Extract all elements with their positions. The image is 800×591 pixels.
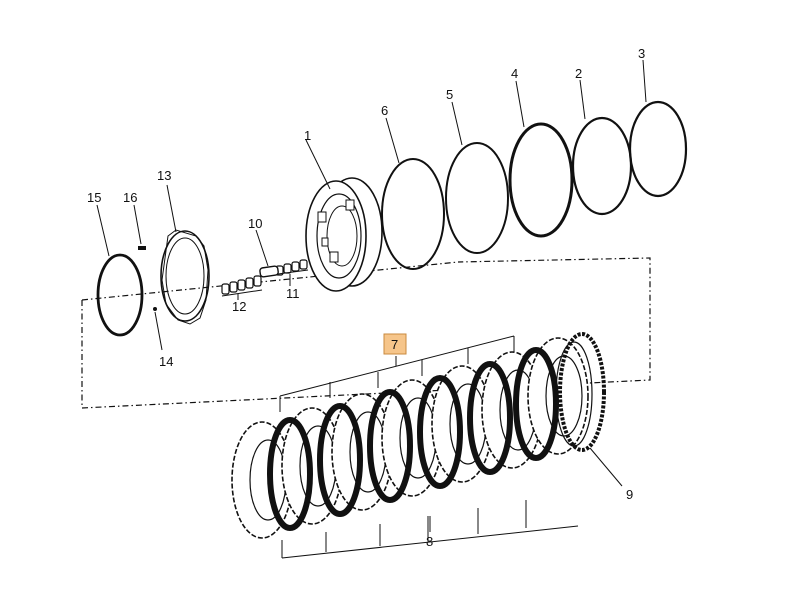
callout-5[interactable]: 5 xyxy=(446,87,453,102)
group-outline-top xyxy=(81,261,459,301)
callout-14[interactable]: 14 xyxy=(159,354,173,369)
part-15-snap-ring[interactable] xyxy=(96,204,144,337)
part-16-dowel-pin[interactable] xyxy=(133,204,146,250)
part-14-dowel-pin[interactable] xyxy=(153,307,163,351)
part-12-spring-set[interactable] xyxy=(221,275,263,300)
part-11-spring-set[interactable] xyxy=(275,259,309,286)
callout-16[interactable]: 16 xyxy=(123,190,137,205)
callout-10[interactable]: 10 xyxy=(248,216,262,231)
callout-6[interactable]: 6 xyxy=(381,103,388,118)
part-3-seal-ring[interactable] xyxy=(628,59,688,198)
callout-2[interactable]: 2 xyxy=(575,66,582,81)
callout-1[interactable]: 1 xyxy=(304,128,311,143)
part-6-seal-ring[interactable] xyxy=(381,117,445,270)
callout-9[interactable]: 9 xyxy=(626,487,633,502)
callout-13[interactable]: 13 xyxy=(157,168,171,183)
callout-8[interactable]: 8 xyxy=(426,534,433,549)
callout-3[interactable]: 3 xyxy=(638,46,645,61)
part-4-seal-ring[interactable] xyxy=(508,80,574,238)
callout-7[interactable]: 7 xyxy=(391,337,398,352)
part-13-retainer-plate[interactable] xyxy=(160,184,210,325)
part-7-bracket xyxy=(279,335,515,412)
callout-11[interactable]: 11 xyxy=(286,286,300,301)
part-10-pin[interactable] xyxy=(255,229,279,278)
group-outline xyxy=(81,257,651,409)
part-1-piston[interactable] xyxy=(305,139,383,292)
callout-15[interactable]: 15 xyxy=(87,190,101,205)
callout-12[interactable]: 12 xyxy=(232,299,246,314)
part-2-seal-ring[interactable] xyxy=(571,79,633,216)
part-5-seal-ring[interactable] xyxy=(445,101,509,254)
part-8-clutch-disc-pack[interactable] xyxy=(231,337,589,559)
callout-7-highlight xyxy=(383,333,407,355)
part-9-pressure-plate[interactable] xyxy=(555,332,623,487)
callout-4[interactable]: 4 xyxy=(511,66,518,81)
